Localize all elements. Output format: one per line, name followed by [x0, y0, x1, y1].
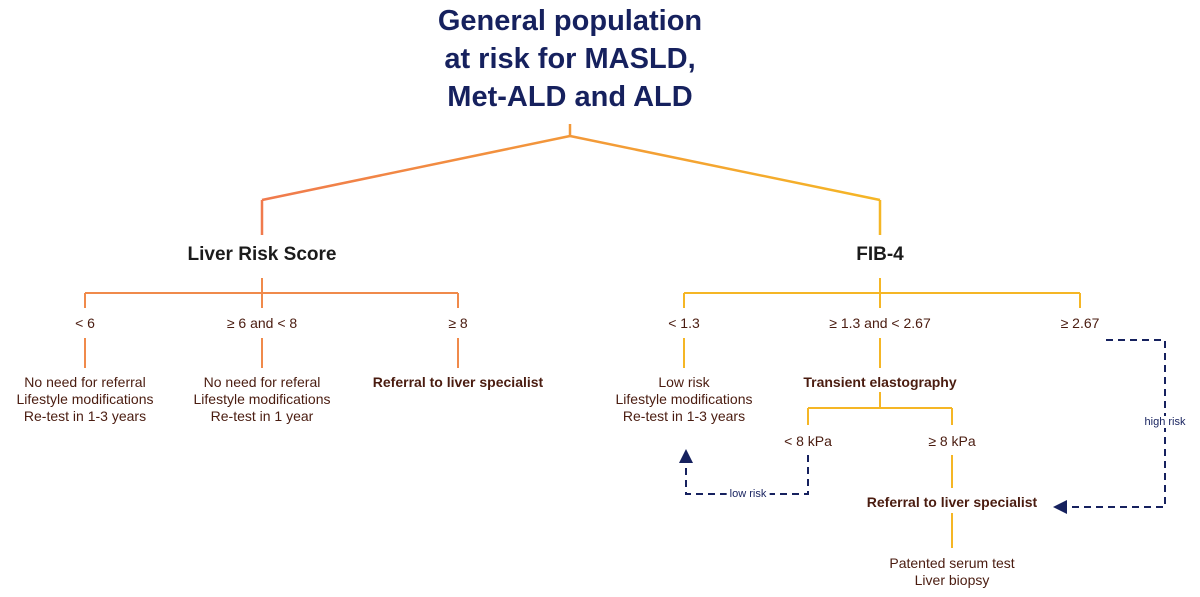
lrs-outcome-low-line-1: No need for referral [24, 374, 146, 390]
final-tests-line-2: Liver biopsy [914, 572, 990, 588]
lrs-threshold-mid: ≥ 6 and < 8 [226, 315, 298, 331]
liver-risk-score-heading: Liver Risk Score [187, 244, 337, 265]
left-branch [84, 278, 459, 368]
transient-elastography: Transient elastography [803, 374, 957, 390]
final-tests-line-1: Patented serum test [889, 555, 1015, 571]
lrs-threshold-low: < 6 [75, 315, 95, 331]
fib4-threshold-high: ≥ 2.67 [1060, 315, 1100, 331]
lrs-threshold-high: ≥ 8 [448, 315, 468, 331]
diagram-title: General population at risk for MASLD, Me… [310, 2, 830, 116]
low-risk-label: low risk [726, 488, 770, 500]
high-risk-label: high risk [1141, 416, 1189, 428]
title-line-1: General population [437, 5, 703, 37]
kpa-low: < 8 kPa [784, 433, 832, 449]
lrs-outcome-mid-line-3: Re-test in 1 year [210, 408, 314, 424]
final-tests: Patented serum test Liver biopsy [889, 555, 1014, 589]
fib4-threshold-mid: ≥ 1.3 and < 2.67 [829, 315, 931, 331]
fib4-outcome-low-line-1: Low risk [658, 374, 710, 390]
kpa-high: ≥ 8 kPa [928, 433, 976, 449]
title-line-3: Met-ALD and ALD [447, 81, 693, 113]
lrs-outcome-low-line-2: Lifestyle modifications [16, 391, 154, 407]
lrs-outcome-mid: No need for referal Lifestyle modificati… [194, 374, 331, 425]
right-branch [683, 278, 1081, 548]
fib4-outcome-low-line-2: Lifestyle modifications [615, 391, 753, 407]
fib4-outcome-low: Low risk Lifestyle modifications Re-test… [616, 374, 753, 425]
lrs-outcome-low-line-3: Re-test in 1-3 years [23, 408, 147, 424]
title-line-2: at risk for MASLD, [444, 43, 696, 75]
fib4-outcome-low-line-3: Re-test in 1-3 years [622, 408, 746, 424]
dashed-arrows [679, 339, 1166, 514]
lrs-outcome-low: No need for referral Lifestyle modificat… [17, 374, 154, 425]
fib4-threshold-low: < 1.3 [668, 315, 700, 331]
top-branch [260, 124, 882, 235]
lrs-outcome-mid-line-1: No need for referal [203, 374, 321, 390]
lrs-outcome-high-referral: Referral to liver specialist [372, 374, 544, 390]
fib4-referral-specialist: Referral to liver specialist [866, 494, 1038, 510]
fib4-heading: FIB-4 [856, 244, 904, 265]
lrs-outcome-mid-line-2: Lifestyle modifications [193, 391, 331, 407]
